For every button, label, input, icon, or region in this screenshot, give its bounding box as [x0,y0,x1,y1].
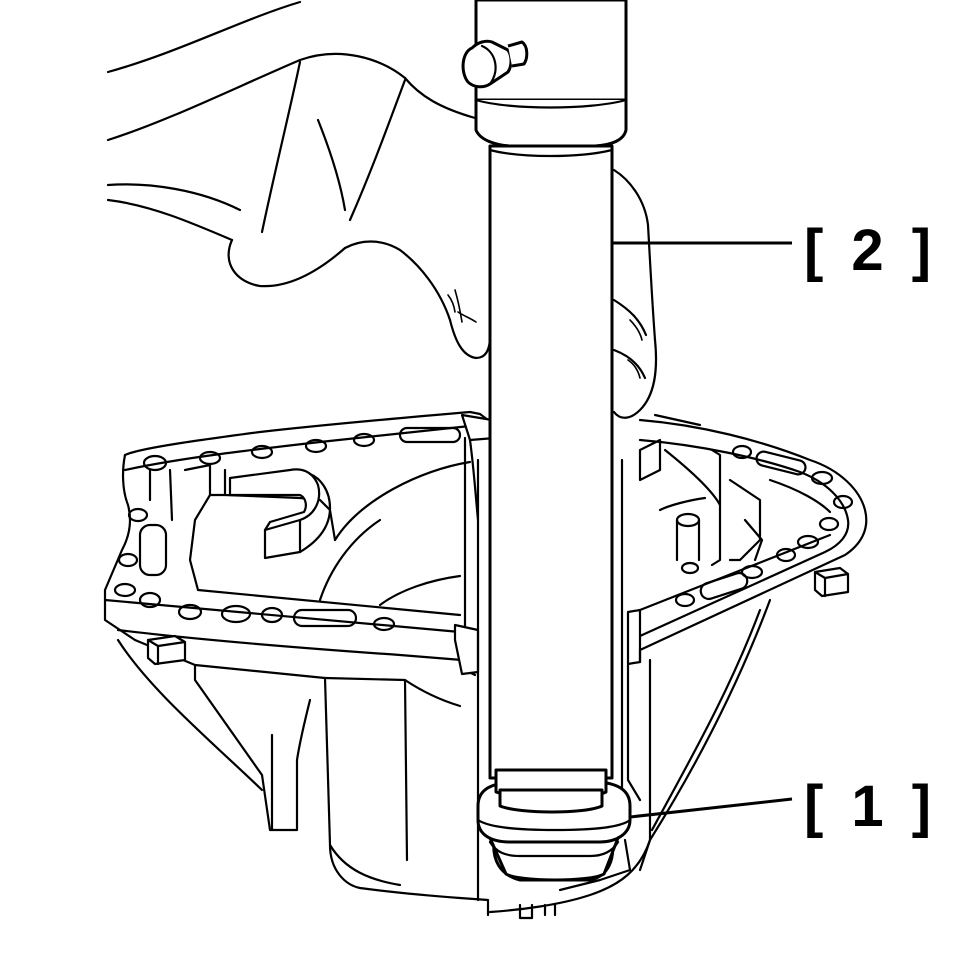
gloved-hand [106,0,658,419]
installer-tool-part-2 [461,0,628,814]
leader-line-1 [629,797,793,819]
transmission-housing [103,410,868,920]
callout-2: [ 2 ] [612,218,937,283]
callout-label-2: [ 2 ] [804,218,937,283]
callout-label-1: [ 1 ] [804,774,937,839]
callout-1: [ 1 ] [629,774,937,839]
